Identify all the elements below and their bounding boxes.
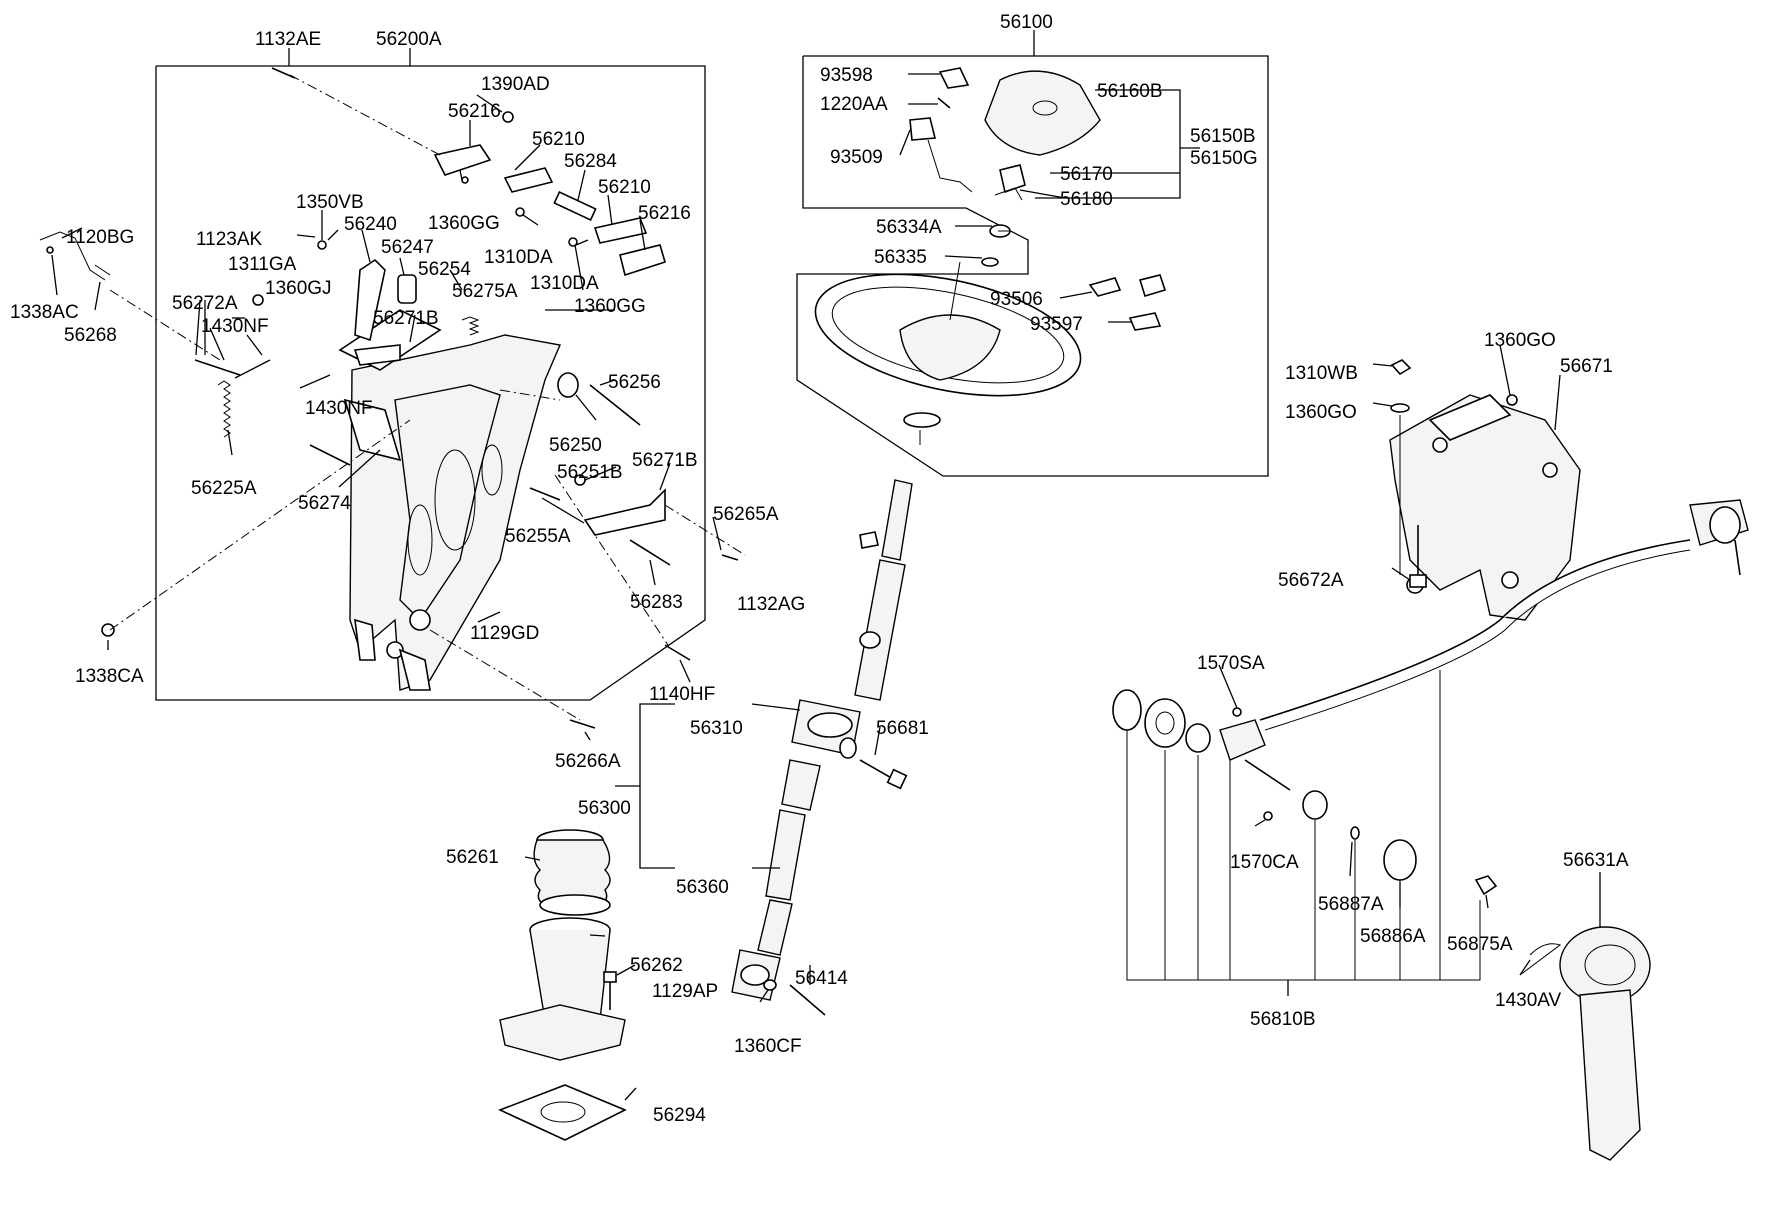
label-56150G: 56150G [1190,148,1258,169]
label-56268: 56268 [64,325,117,346]
label-56240: 56240 [344,214,397,235]
label-56225A: 56225A [191,478,257,499]
airbag-parts [909,67,1101,201]
label-1360GO-lower: 1360GO [1285,402,1357,423]
label-1129GD: 1129GD [470,623,539,644]
leader-lines [51,73,1601,1101]
label-1310DA-upper: 1310DA [484,247,553,268]
label-56631A: 56631A [1563,850,1629,871]
label-56283: 56283 [630,592,683,613]
label-56210-lower: 56210 [598,177,651,198]
label-56360: 56360 [676,877,729,898]
label-1311GA: 1311GA [228,254,297,275]
label-56250: 56250 [549,435,602,456]
label-56300: 56300 [578,798,631,819]
label-1220AA: 1220AA [820,94,888,115]
label-56274: 56274 [298,493,351,514]
label-1140HF: 1140HF [649,684,715,705]
label-56810B: 56810B [1250,1009,1316,1030]
label-56887A: 56887A [1318,894,1384,915]
label-56200A: 56200A [376,29,442,50]
label-56672A: 56672A [1278,570,1344,591]
label-56254: 56254 [418,259,471,280]
label-1360CF: 1360CF [734,1036,802,1057]
label-1360GO-upper: 1360GO [1484,330,1556,351]
label-56310: 56310 [690,718,743,739]
label-56414: 56414 [795,968,848,989]
label-56266A: 56266A [555,751,621,772]
label-1430NF-lower: 1430NF [305,398,373,419]
label-1390AD: 1390AD [481,74,550,95]
label-56334A: 56334A [876,217,942,238]
label-1123AK: 1123AK [196,229,263,250]
label-56180: 56180 [1060,189,1113,210]
label-93598: 93598 [820,65,873,86]
label-56261: 56261 [446,847,499,868]
label-56284: 56284 [564,151,617,172]
label-93506: 93506 [990,289,1043,310]
label-1570SA: 1570SA [1197,653,1265,674]
label-56216-upper: 56216 [448,101,501,122]
label-56294: 56294 [653,1105,706,1126]
label-56272A: 56272A [172,293,238,314]
label-56170: 56170 [1060,164,1113,185]
label-56216-lower: 56216 [638,203,691,224]
label-56100: 56100 [1000,12,1053,33]
label-56150B: 56150B [1190,126,1256,147]
label-1430NF-upper: 1430NF [201,316,269,337]
label-56886A: 56886A [1360,926,1426,947]
label-1338CA: 1338CA [75,666,144,687]
label-1338AC: 1338AC [10,302,79,323]
boot-sleeve-plate [497,829,627,1141]
label-56265A: 56265A [713,504,779,525]
label-56875A: 56875A [1447,934,1513,955]
label-1570CA: 1570CA [1230,852,1299,873]
label-56210-upper: 56210 [532,129,585,150]
label-1360GG-lower: 1360GG [574,296,646,317]
label-56681: 56681 [876,718,929,739]
label-56251B: 56251B [557,462,623,483]
label-56271B-left: 56271B [373,308,439,329]
label-1430AV: 1430AV [1495,990,1562,1011]
label-1129AP: 1129AP [652,981,718,1002]
label-1310DA-lower: 1310DA [530,273,599,294]
pedal-assembly-lines [109,74,746,721]
label-93509: 93509 [830,147,883,168]
label-56256: 56256 [608,372,661,393]
label-1120BG: 1120BG [66,227,134,248]
label-56671: 56671 [1560,356,1613,377]
label-56255A: 56255A [505,526,571,547]
pedal-bracket-frame [155,48,706,701]
label-56335: 56335 [874,247,927,268]
label-56275A: 56275A [452,281,518,302]
label-56247: 56247 [381,237,434,258]
label-1132AG: 1132AG [737,594,805,615]
label-1360GG-upper: 1360GG [428,213,500,234]
label-1132AE: 1132AE [255,29,321,50]
label-56271B-right: 56271B [632,450,698,471]
label-1310WB: 1310WB [1285,363,1358,384]
pedal-bracket-parts [39,67,739,729]
steering-wheel-and-column [731,224,1167,1016]
label-1350VB: 1350VB [296,192,364,213]
linkage-parts [1112,359,1749,1161]
label-56262: 56262 [630,955,683,976]
airbag-group-frame [796,30,1269,477]
label-93597: 93597 [1030,314,1083,335]
part-number-labels: 56100 93598 1220AA 56160B 56150B 56150G … [10,12,1629,1126]
label-1360GJ: 1360GJ [265,278,332,299]
label-56160B: 56160B [1097,81,1163,102]
